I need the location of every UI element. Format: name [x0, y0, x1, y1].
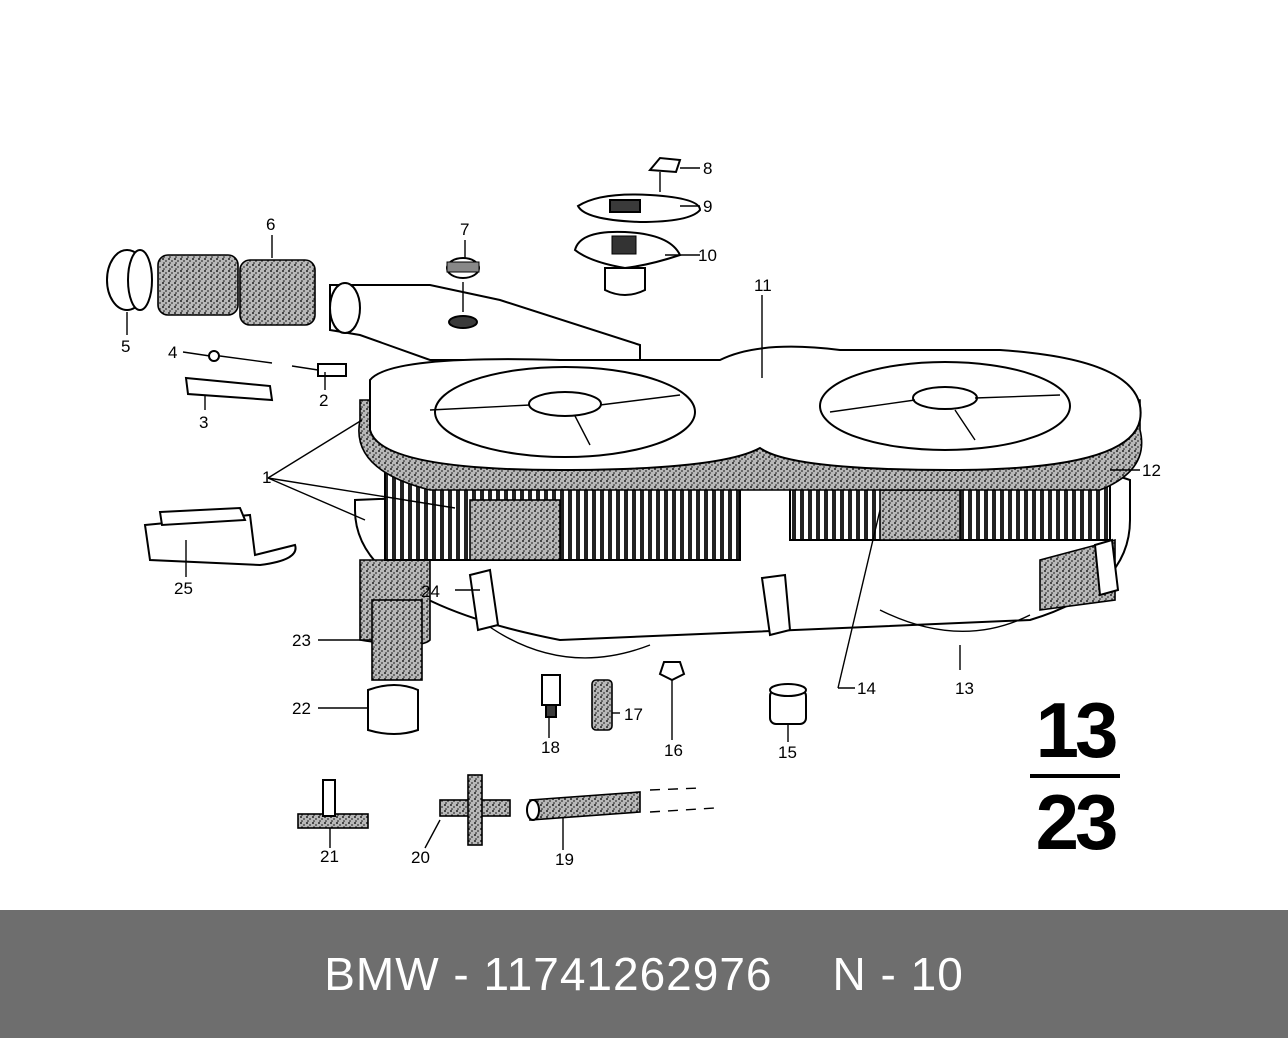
callout-22: 22: [292, 699, 311, 718]
footer-separator: -: [453, 948, 470, 1000]
part-8-clip: [647, 156, 682, 174]
part-17-hose: [591, 679, 613, 731]
part-10-sensor: [573, 230, 682, 296]
part-25-bracket: [143, 506, 297, 567]
part-22-sleeve: [367, 684, 419, 735]
callout-6: 6: [266, 215, 275, 234]
callout-2: 2: [319, 391, 328, 410]
part-21-tee: [297, 779, 369, 829]
part-19-hose: [526, 787, 716, 821]
part-info-footer: BMW - 11741262976 N - 10: [0, 910, 1288, 1038]
callout-18: 18: [541, 738, 560, 757]
part-15-cap: [769, 683, 807, 725]
group-code-top: 13: [1035, 686, 1119, 774]
diagram-svg: 1 2 3 4 5 6 7 8 9 10 11 12 13 14 15 16 1…: [106, 156, 1161, 869]
callout-24: 24: [421, 582, 440, 601]
part-6-hoses: [157, 254, 316, 326]
callout-14: 14: [857, 679, 876, 698]
callout-5: 5: [121, 337, 130, 356]
callout-20: 20: [411, 848, 430, 867]
callout-25: 25: [174, 579, 193, 598]
brand-name: BMW: [324, 948, 440, 1000]
part-24-clips: [468, 538, 1120, 637]
part-3-bracket: [184, 376, 274, 402]
position-code: N - 10: [832, 948, 964, 1000]
callout-13: 13: [955, 679, 974, 698]
callout-16: 16: [664, 741, 683, 760]
callout-3: 3: [199, 413, 208, 432]
callout-10: 10: [698, 246, 717, 265]
callout-15: 15: [778, 743, 797, 762]
leader-lines: [126, 167, 1140, 850]
callout-labels: 1 2 3 4 5 6 7 8 9 10 11 12 13 14 15 16 1…: [121, 159, 1161, 869]
callout-19: 19: [555, 850, 574, 869]
part-number: 11741262976: [483, 948, 773, 1000]
callout-8: 8: [703, 159, 712, 178]
callout-7: 7: [460, 220, 469, 239]
part-4-rod: [208, 350, 273, 364]
callout-11: 11: [754, 276, 772, 295]
callout-9: 9: [703, 197, 712, 216]
part-5-end-cap: [106, 249, 153, 311]
part-16-nut: [658, 661, 686, 682]
parts-diagram: 1 2 3 4 5 6 7 8 9 10 11 12 13 14 15 16 1…: [106, 156, 1161, 869]
part-2-screw: [291, 363, 347, 377]
intake-snout: [329, 282, 641, 361]
part-11-cover: [369, 345, 1142, 472]
callout-17: 17: [624, 705, 643, 724]
group-code-divider: [1030, 774, 1120, 778]
part-9-gasket: [576, 193, 702, 224]
group-code-bottom: 23: [1035, 778, 1119, 866]
group-code: 13 23: [1030, 690, 1120, 862]
part-23-tube: [371, 599, 423, 681]
part-18-valve: [541, 674, 561, 718]
callout-21: 21: [320, 847, 339, 866]
callout-4: 4: [168, 343, 177, 362]
part-20-cross: [439, 774, 511, 846]
callout-12: 12: [1142, 461, 1161, 480]
callout-1: 1: [262, 468, 271, 487]
callout-23: 23: [292, 631, 311, 650]
part-7-plug: [446, 257, 480, 279]
